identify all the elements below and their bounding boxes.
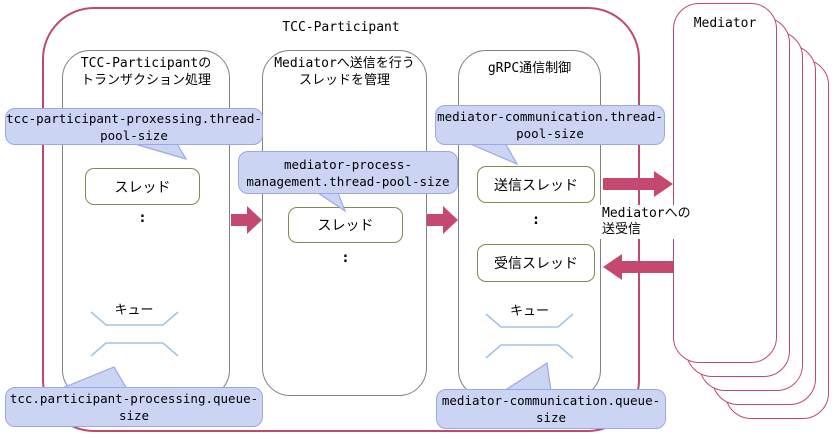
callout-tail: [501, 361, 552, 392]
callout-text-line1: mediator-process-: [284, 156, 412, 172]
mediator-title: Mediator: [693, 16, 757, 31]
thread-box: スレッド: [85, 168, 200, 205]
section-transaction-title-line2: トランザクション処理: [80, 73, 211, 88]
receive-thread-box: 受信スレッド: [477, 244, 595, 282]
thread-box: スレッド: [288, 207, 403, 243]
callout-text-line1: tcc-participant-proxessing.thread-: [6, 110, 262, 126]
callout-text-line1: mediator-communication.thread-: [437, 109, 663, 124]
ellipsis-dots: :: [341, 250, 350, 266]
callout-thread-pool-size-2: mediator-process- management.thread-pool…: [238, 151, 458, 194]
queue-icon: [90, 311, 179, 326]
callout-text-line1: tcc.participant-processing.queue-: [9, 391, 259, 406]
mediator-transfer-caption: Mediatorへの 送受信: [600, 205, 693, 239]
queue-icon: [485, 344, 574, 359]
tcc-participant-title: TCC-Participant: [282, 20, 400, 35]
callout-thread-pool-size-3: mediator-communication.thread- pool-size: [435, 105, 665, 145]
section-mediator-send-title-line2: スレッドを管理: [298, 73, 390, 88]
callout-tail: [316, 192, 347, 213]
section-transaction-title-line1: TCC-Participantの: [80, 56, 212, 71]
queue-icon: [90, 342, 179, 357]
queue-label: キュー: [114, 303, 154, 318]
send-thread-label: 送信スレッド: [494, 177, 578, 194]
callout-queue-size-1: tcc.participant-processing.queue- size: [5, 387, 263, 427]
callout-tail: [59, 366, 129, 390]
callout-text-line2: pool-size: [516, 126, 584, 141]
queue-icon: [485, 313, 574, 328]
mediator-transfer-caption-line2: 送受信: [602, 222, 642, 237]
callout-text-line2: management.thread-pool-size: [246, 173, 450, 189]
arrow-right-icon: [427, 206, 458, 234]
callout-queue-size-3: mediator-communication.queue- size: [436, 389, 666, 429]
thread-box-label: スレッド: [317, 218, 374, 234]
callout-text-line2: pool-size: [100, 127, 168, 143]
callout-thread-pool-size-1: tcc-participant-proxessing.thread- pool-…: [5, 108, 263, 145]
send-to-mediator-arrow-icon: [603, 171, 673, 197]
arrow-right-icon: [231, 206, 262, 234]
callout-text-line1: mediator-communication.queue-: [441, 393, 661, 408]
send-thread-box: 送信スレッド: [477, 166, 595, 203]
ellipsis-dots: :: [531, 212, 541, 228]
thread-box-label: スレッド: [114, 179, 171, 196]
section-mediator-send-title: Mediatorへ送信を行う スレッドを管理: [262, 55, 427, 89]
section-transaction-title: TCC-Participantの トランザクション処理: [62, 55, 230, 89]
receive-from-mediator-arrow-icon: [603, 254, 673, 280]
callout-text-line2: size: [118, 408, 150, 423]
section-mediator-send-title-line1: Mediatorへ送信を行う: [274, 56, 415, 71]
mediator-transfer-caption-line1: Mediatorへの: [602, 206, 691, 221]
callout-tail: [467, 142, 519, 166]
queue-label: キュー: [509, 304, 549, 319]
receive-thread-label: 受信スレッド: [494, 256, 578, 272]
ellipsis-dots: :: [138, 210, 147, 226]
mediator-box: Mediator: [673, 3, 777, 363]
callout-text-line2: size: [535, 410, 567, 425]
section-grpc-title: gRPC通信制御: [487, 61, 572, 76]
